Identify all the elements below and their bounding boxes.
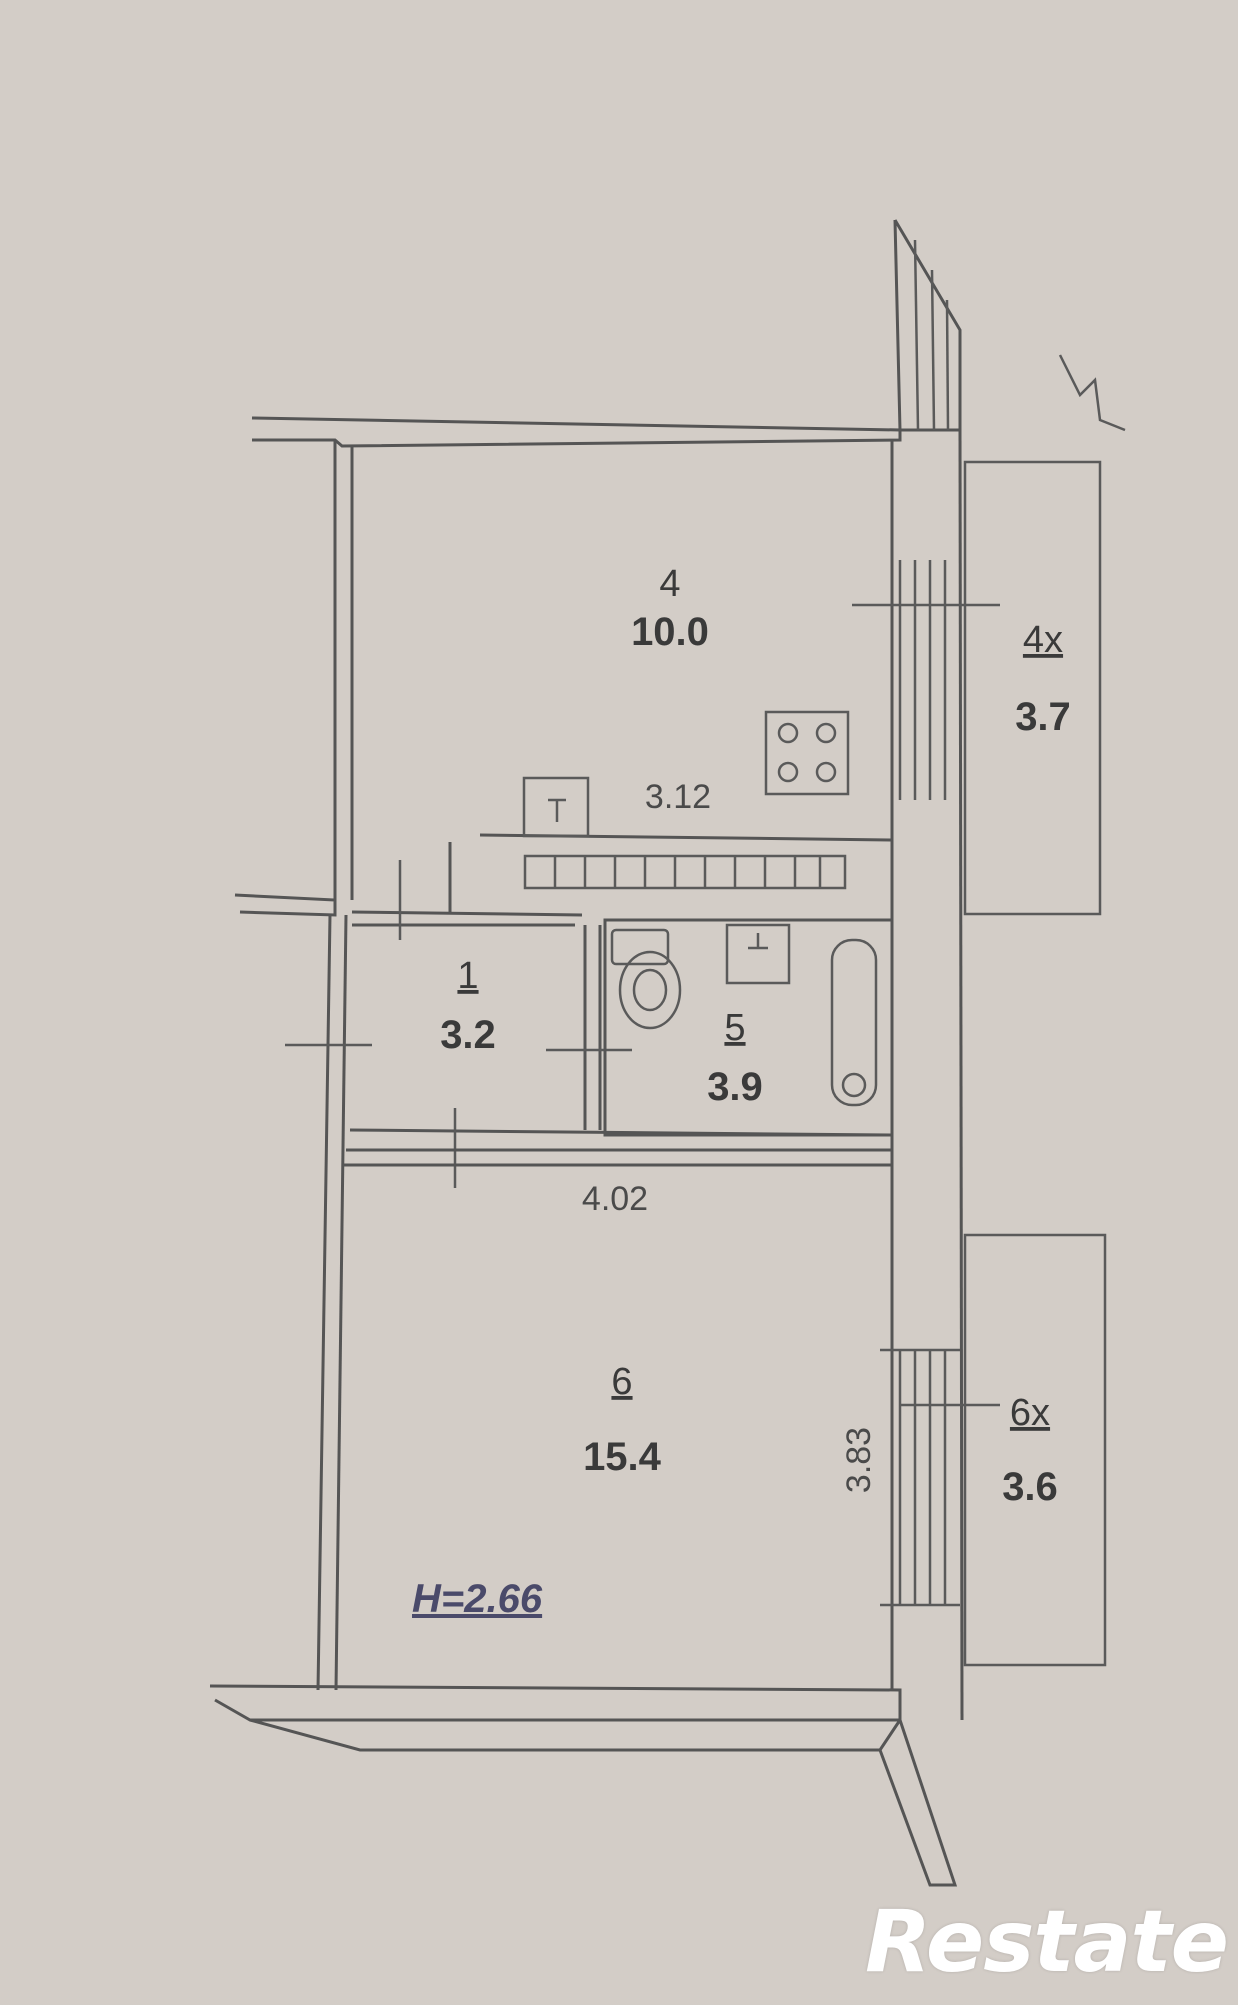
ceiling-height: H=2.66: [412, 1577, 543, 1621]
balcony-4x: [963, 354, 1126, 916]
bathroom-outline: [603, 918, 894, 1137]
room-area: 15.4: [583, 1435, 662, 1479]
right-wall-outer: [958, 429, 964, 1721]
room-5-label: 5 3.9: [707, 1007, 763, 1109]
right-diagonal-lower: [878, 1719, 958, 1887]
upper-hatch-1: [913, 239, 920, 431]
hall-top-wall: [351, 910, 583, 917]
top-wall: [251, 416, 902, 448]
bathroom: [603, 918, 894, 1137]
room-number: 4x: [1023, 619, 1063, 661]
room-area: 10.0: [631, 610, 709, 654]
upper-hatch-3: [945, 299, 950, 431]
hall: [285, 860, 891, 1188]
kitchen-sink-icon: [522, 776, 590, 838]
toilet-seat-icon: [632, 968, 668, 1012]
bottom-wall: [209, 1684, 902, 1722]
bottom-wall-slab: [249, 1718, 902, 1752]
burner-icon: [777, 722, 799, 744]
burner-icon: [815, 761, 837, 783]
bathtub-icon: [830, 938, 878, 1107]
balcony-4x-break: [1058, 354, 1126, 432]
room-number: 6x: [1010, 1392, 1050, 1434]
room-area: 3.9: [707, 1065, 763, 1109]
room-6x-label: 6x 3.6: [1002, 1392, 1058, 1509]
toilet-bowl-icon: [618, 950, 682, 1030]
toilet-tank-icon: [610, 928, 670, 966]
watermark-logo: Restate: [864, 1892, 1229, 1992]
upper-hatch-2: [930, 269, 936, 431]
kitchen-width-dimension: 3.12: [645, 778, 711, 816]
entry-stub: [234, 893, 337, 917]
room-6-label: 6 15.4: [583, 1361, 662, 1479]
room-number: 5: [724, 1007, 745, 1049]
kitchen-window: [852, 560, 1000, 800]
radiator-icon: [523, 854, 847, 890]
burner-icon: [815, 722, 837, 744]
drain-icon: [841, 1072, 867, 1098]
balcony-4x-outline: [963, 460, 1102, 916]
room-area: 3.2: [440, 1013, 496, 1057]
right-diagonal-upper: [893, 219, 962, 432]
radiator-fins: [553, 856, 822, 888]
room-number: 4: [659, 563, 680, 605]
living-window: [880, 1348, 1000, 1607]
room-depth-dimension: 3.83: [840, 1427, 878, 1493]
left-wall-lower-inner: [334, 914, 348, 1691]
balcony-6x-outline: [963, 1233, 1107, 1667]
room-number: 1: [457, 955, 478, 997]
room-4-label: 4 10.0: [631, 563, 709, 654]
room-area: 3.6: [1002, 1465, 1058, 1509]
room-4x-label: 4x 3.7: [1015, 619, 1071, 739]
burner-icon: [777, 761, 799, 783]
bathroom-sink-icon: [725, 923, 791, 985]
room-width-dimension: 4.02: [582, 1180, 648, 1218]
living-room: [344, 1148, 1000, 1607]
left-wall-lower-outer: [316, 914, 332, 1691]
kitchen: [448, 560, 1000, 912]
room-1-label: 1 3.2: [440, 955, 496, 1057]
stove-icon: [764, 710, 850, 796]
room-number: 6: [611, 1361, 632, 1403]
room-area: 3.7: [1015, 695, 1071, 739]
